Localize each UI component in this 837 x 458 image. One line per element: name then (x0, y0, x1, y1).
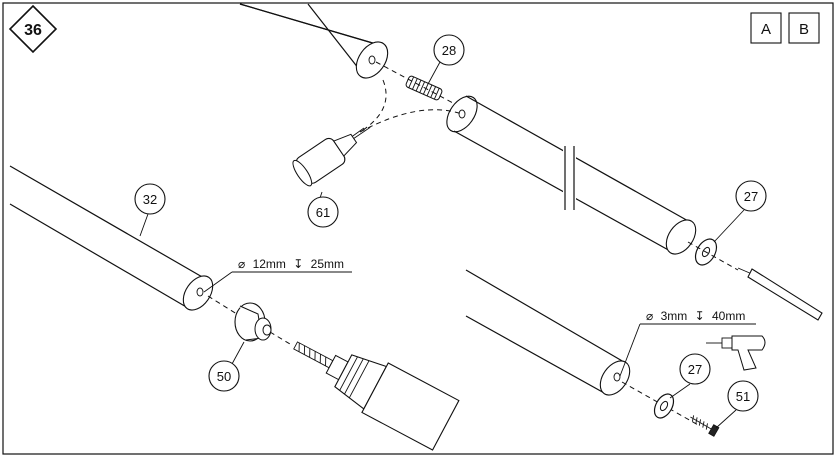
dimension-small-hole: ⌀ 3mm ↧ 40mm (619, 309, 756, 377)
callout-51: 51 (715, 380, 759, 429)
svg-text:28: 28 (442, 43, 456, 58)
svg-text:⌀ 12mm ↧ 25m: ⌀ 12mm ↧ 25mm (238, 257, 344, 271)
variant-a-label: A (761, 21, 771, 38)
threaded-insert-50 (234, 302, 272, 342)
axis-line-insert (207, 295, 241, 317)
svg-text:51: 51 (736, 389, 750, 404)
svg-text:⌀ 3mm ↧ 40mm: ⌀ 3mm ↧ 40mm (646, 309, 745, 323)
callout-27-upper: 27 (713, 180, 767, 243)
screwdriver (737, 267, 823, 321)
dimension-large-hole: ⌀ 12mm ↧ 25mm (203, 257, 352, 293)
svg-text:61: 61 (316, 205, 330, 220)
svg-text:50: 50 (217, 369, 231, 384)
small-hole-diameter-symbol: ⌀ (646, 309, 653, 323)
svg-text:27: 27 (744, 189, 758, 204)
lower-right-tube (465, 269, 631, 396)
power-drill (293, 341, 460, 451)
washer-27-lower (653, 393, 675, 419)
callout-28: 28 (427, 34, 465, 85)
variant-a-box[interactable]: A (750, 12, 782, 44)
large-hole-diameter-symbol: ⌀ (238, 257, 245, 271)
screw-51 (690, 415, 720, 437)
small-hole-diameter: 3mm (661, 309, 688, 323)
axis-line-washer (687, 241, 739, 271)
variant-b-box[interactable]: B (788, 12, 820, 44)
large-hole-depth-symbol: ↧ (293, 257, 303, 271)
svg-text:27: 27 (688, 362, 702, 377)
callout-61: 61 (307, 191, 339, 228)
step-number: 36 (24, 22, 42, 39)
small-drill-icon (706, 335, 766, 371)
callout-27-lower: 27 (669, 353, 711, 399)
tube-32 (9, 165, 214, 311)
callout-32: 32 (134, 183, 166, 237)
variant-b-label: B (799, 21, 809, 38)
callout-50: 50 (208, 341, 245, 392)
svg-text:32: 32 (143, 192, 157, 207)
axis-line-drill (269, 331, 291, 345)
small-hole-depth: 40mm (712, 309, 745, 323)
axis-line-lower (621, 381, 701, 427)
middle-tube (446, 95, 697, 255)
glue-bottle-61 (292, 79, 463, 187)
upper-tube (239, 3, 389, 79)
large-hole-diameter: 12mm (253, 257, 286, 271)
large-hole-depth: 25mm (311, 257, 344, 271)
step-badge: 36 (8, 4, 58, 54)
small-hole-depth-symbol: ↧ (695, 309, 705, 323)
